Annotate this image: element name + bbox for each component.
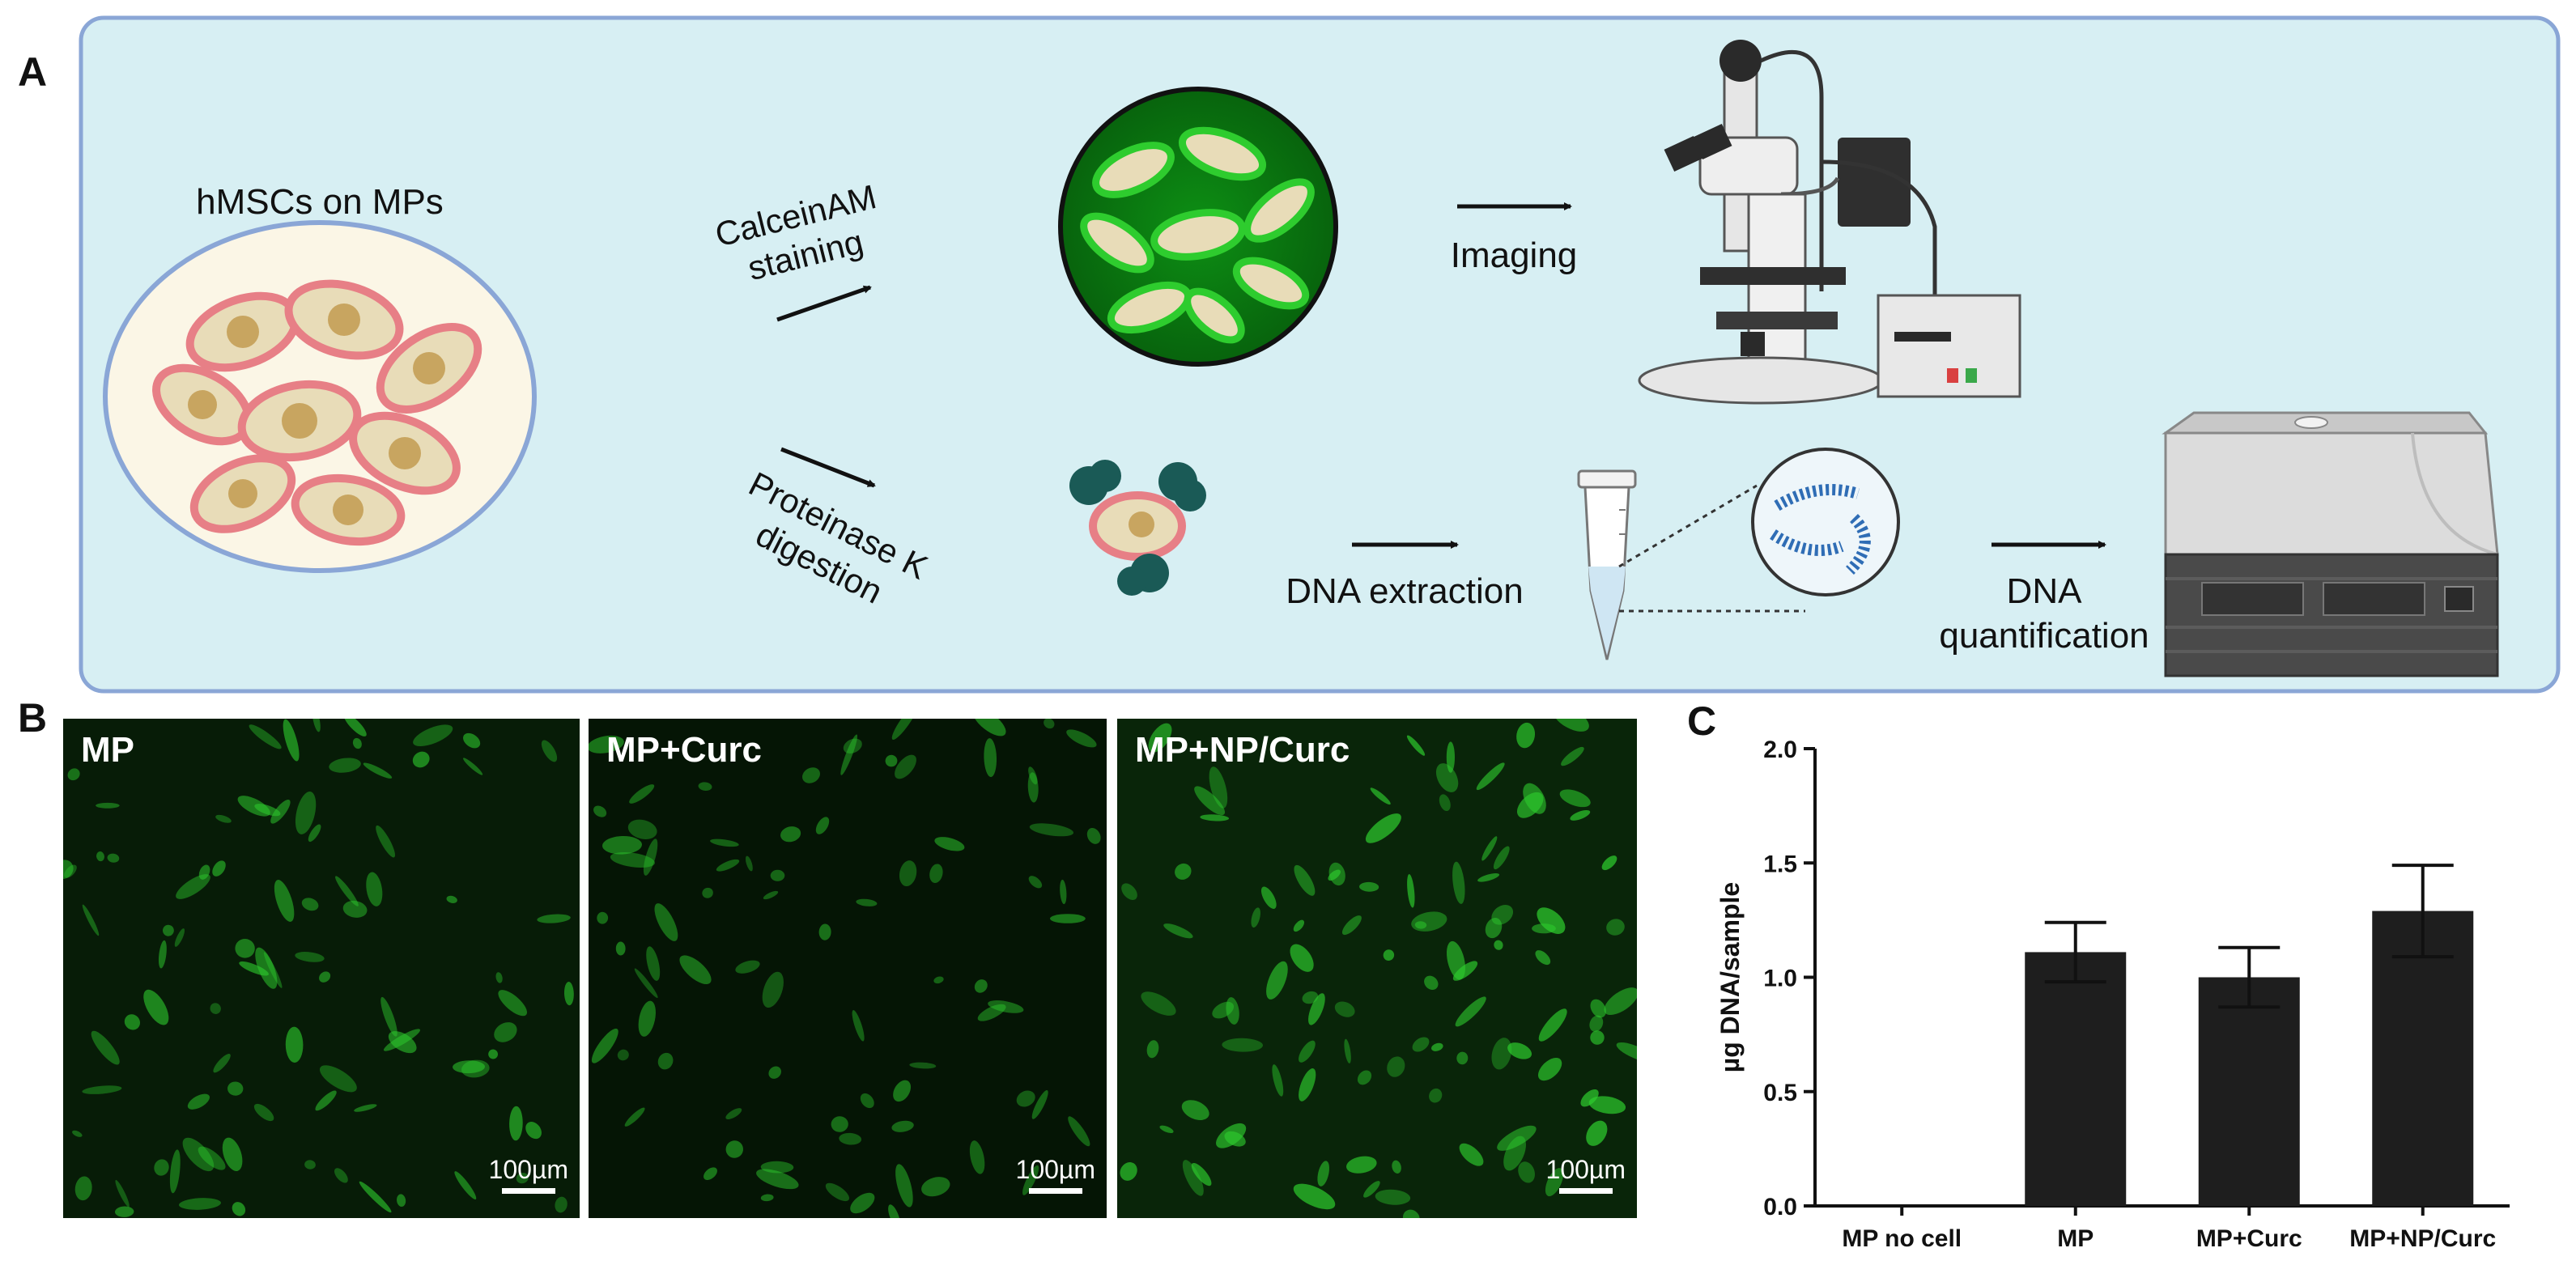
micrograph-label: MP+NP/Curc — [1135, 730, 1350, 770]
panel-label-b: B — [18, 695, 48, 741]
dna-extraction-label: DNA extraction — [1286, 571, 1523, 611]
x-tick-label: MP+Curc — [2196, 1225, 2302, 1252]
imaging-label: Imaging — [1451, 236, 1578, 275]
cell-cluster-icon — [152, 279, 482, 546]
dna-quantification-chart: 0.0 0.5 1.0 1.5 2.0 µg DNA/sample MP no cell MP… — [1715, 737, 2510, 1252]
x-tick-label: MP — [2057, 1225, 2094, 1252]
dna-strands-icon — [1751, 448, 1900, 596]
zoom-line-top — [1618, 484, 1758, 568]
scale-bar-label: 100µm — [1545, 1155, 1626, 1184]
scale-bar: 100µm — [1016, 1155, 1095, 1194]
scale-bar: 100µm — [489, 1155, 568, 1194]
plate-reader-icon — [2162, 411, 2499, 677]
digested-cell-icon — [1069, 460, 1206, 596]
panel-label-c: C — [1687, 698, 1717, 744]
microscope-icon — [1638, 40, 2021, 405]
y-axis-title: µg DNA/sample — [1715, 882, 1745, 1072]
dna-quant-label-line2: quantification — [1939, 616, 2149, 656]
dna-quant-label-line1: DNA — [2007, 571, 2083, 611]
schematic-panel-background — [79, 15, 2561, 694]
fluorescence-cells — [589, 719, 1107, 1218]
dish-label: hMSCs on MPs — [196, 182, 444, 222]
x-tick-label: MP no cell — [1842, 1225, 1962, 1252]
micrograph-mp: MP 100µm — [63, 719, 580, 1218]
micrograph-mp-curc: MP+Curc 100µm — [589, 719, 1107, 1218]
y-tick-label: 1.5 — [1763, 851, 1797, 877]
micrograph-mp-np-curc: MP+NP/Curc 100µm — [1117, 719, 1637, 1218]
fluorescence-cells — [63, 719, 580, 1218]
scale-bar-label: 100µm — [488, 1155, 568, 1184]
scale-bar-label: 100µm — [1015, 1155, 1095, 1184]
bar — [2372, 911, 2474, 1206]
workflow-schematic: hMSCs on MPs CalceinAM staining Imaging — [79, 15, 2561, 694]
x-tick-label: MP+NP/Curc — [2349, 1225, 2496, 1252]
y-tick-label: 1.0 — [1763, 966, 1797, 992]
y-tick-label: 2.0 — [1763, 737, 1797, 763]
micrograph-label: MP+Curc — [606, 730, 762, 770]
micrograph-label: MP — [81, 730, 134, 770]
microcentrifuge-tube-icon — [1577, 469, 1637, 660]
panel-label-a: A — [18, 49, 48, 95]
fluorescent-well-icon — [1058, 87, 1338, 367]
y-tick-label: 0.5 — [1763, 1080, 1797, 1106]
arrow-to-digestion — [780, 447, 876, 488]
bar — [2198, 977, 2300, 1206]
y-tick-label: 0.0 — [1763, 1194, 1797, 1220]
scale-bar: 100µm — [1546, 1155, 1626, 1194]
bar — [2025, 952, 2127, 1206]
fluorescence-cells — [1117, 719, 1637, 1218]
arrow-to-staining — [776, 285, 872, 322]
